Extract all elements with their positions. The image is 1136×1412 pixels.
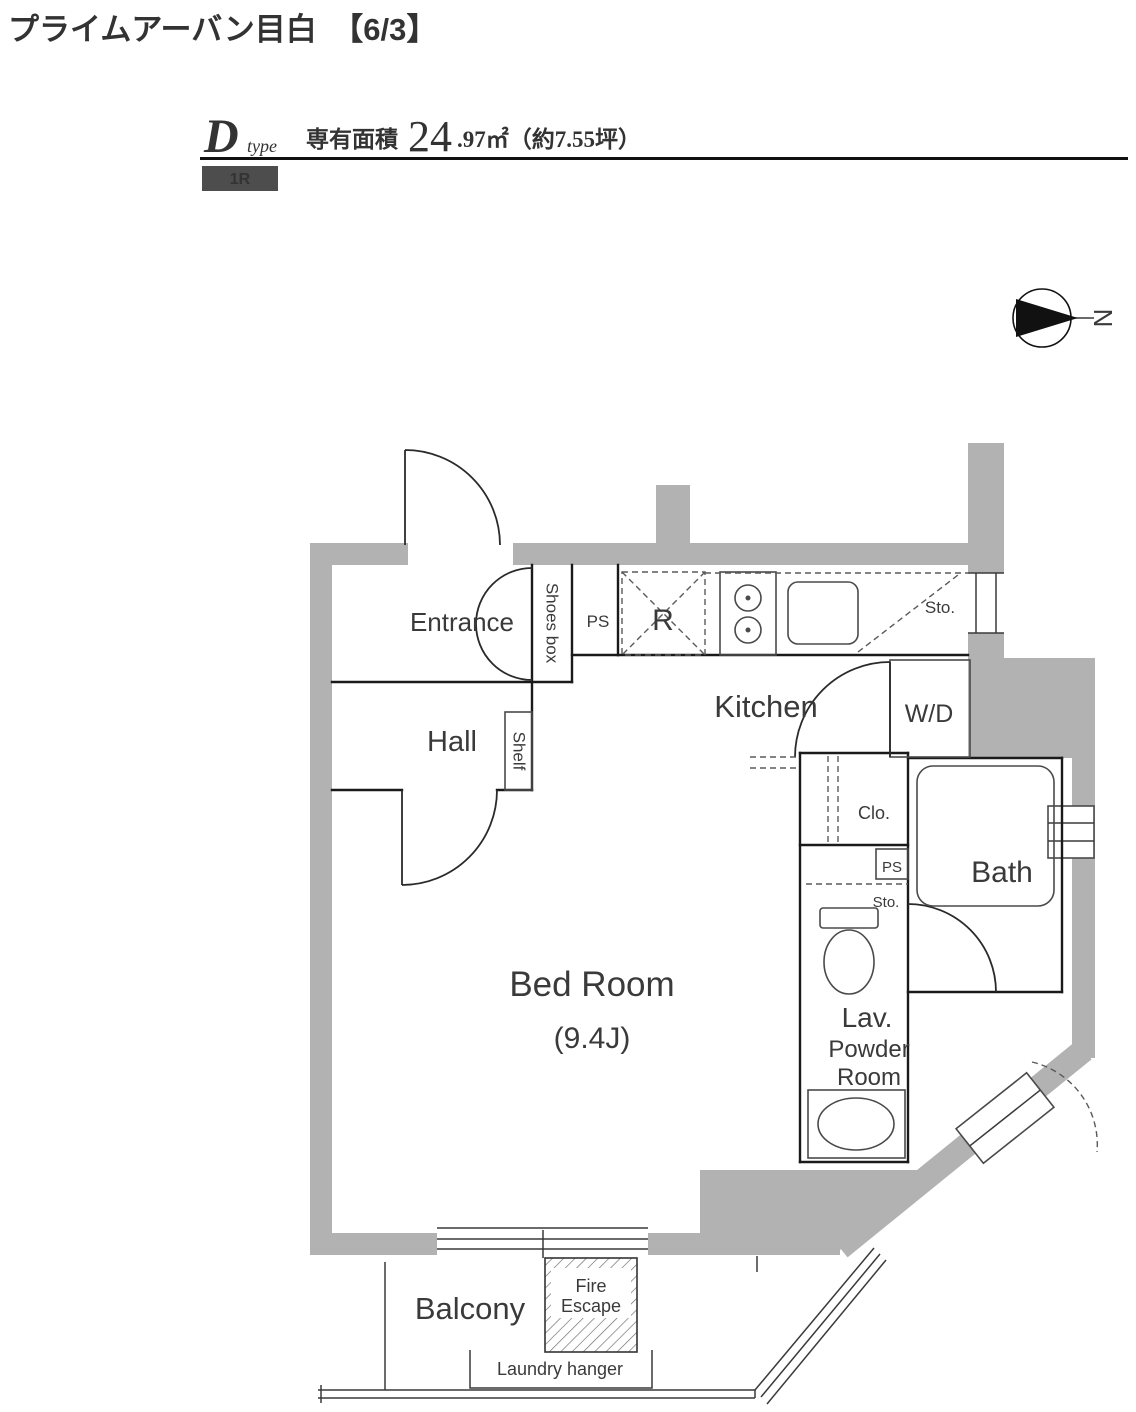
fire-escape-label-bg [551, 1268, 631, 1318]
label-kitchen: Kitchen [714, 689, 817, 724]
fixtures [621, 571, 1055, 1159]
stove-burner [734, 584, 762, 612]
sto-top-dashed [857, 574, 959, 653]
label-shoes-box: Shoes box [543, 583, 562, 664]
label-entrance: Entrance [410, 607, 514, 637]
label-closet: Clo. [858, 803, 890, 823]
header: プライムアーバン目白 【6/3】 D type 1R 専有面積 24 .97㎡（… [8, 12, 1128, 191]
stove-box [719, 571, 777, 656]
label-fridge: R [652, 604, 674, 637]
washbasin-counter [807, 1089, 906, 1159]
stove-burner-center [745, 627, 751, 633]
fridge-space-box [621, 571, 706, 656]
balcony-area [318, 1247, 887, 1405]
room-labels: Entrance Shoes box PS R Sto. Kitchen W/D… [410, 583, 1033, 1379]
plan-badge-box [202, 166, 278, 191]
bath-door-swing [907, 903, 997, 993]
diagonal-door-swing-dashed [1031, 1061, 1099, 1153]
shoesbox-door-swing [475, 567, 533, 625]
wall-left [310, 543, 332, 1255]
exterior-walls [310, 443, 1095, 1258]
label-sto-top: Sto. [925, 598, 955, 617]
window-bath [1047, 805, 1095, 859]
stove-burner-center [745, 595, 751, 601]
compass: N [1012, 288, 1118, 348]
balcony-rail-diagonal [760, 1253, 881, 1398]
washbasin-bowl [817, 1097, 895, 1151]
label-powder: Powder [828, 1036, 909, 1063]
label-bedroom-size: (9.4J) [554, 1022, 631, 1055]
label-sto-mid: Sto. [873, 894, 900, 911]
label-fire: Fire [576, 1276, 607, 1296]
area-value-small: .97㎡（約7.55坪） [457, 126, 641, 152]
label-balcony: Balcony [415, 1291, 526, 1326]
area-value-big: 24 [408, 112, 452, 161]
window-diagonal-pane [969, 1089, 1041, 1147]
label-fire-escape: Escape [561, 1296, 621, 1316]
page-title: プライムアーバン目白 【6/3】 [8, 12, 437, 47]
area-label: 専有面積 [306, 126, 399, 152]
wall-bottom-right [648, 1233, 840, 1255]
window-top-right [968, 573, 1004, 633]
label-ps-mid: PS [882, 859, 902, 876]
shoesbox-door-swing [475, 623, 533, 681]
label-ps-top: PS [587, 612, 610, 631]
wall-top-left [310, 543, 408, 565]
bathtub [916, 765, 1055, 907]
header-rule [200, 157, 1128, 160]
label-hall: Hall [427, 726, 477, 758]
ps-mid-box [875, 848, 909, 880]
label-laundry-hanger: Laundry hanger [497, 1359, 623, 1379]
label-powder-room: Room [837, 1064, 901, 1091]
label-shelf: Shelf [510, 732, 529, 771]
label-lav: Lav. [842, 1002, 893, 1033]
shelf-box [504, 711, 533, 791]
wall-top-column [656, 485, 690, 545]
label-bath: Bath [971, 856, 1033, 889]
toilet-bowl [823, 929, 875, 995]
wall-bottom-left [330, 1233, 437, 1255]
compass-needle-icon [1016, 299, 1078, 337]
balcony-rail-diagonal [754, 1247, 875, 1391]
entrance-door-swing [404, 449, 501, 546]
laundry-hanger-bracket [469, 1350, 653, 1389]
type-letter: D [203, 110, 239, 163]
compass-north-label: N [1088, 309, 1118, 328]
toilet-tank [819, 907, 879, 929]
doors [401, 449, 1099, 1153]
window-diagonal [954, 1071, 1056, 1165]
windows [437, 572, 1095, 1258]
wall-top-main [513, 543, 968, 565]
label-bedroom-name: Bed Room [509, 965, 674, 1004]
kitchen-sink [787, 581, 859, 645]
wall-lav-bottom-chunk [700, 1170, 936, 1250]
type-word: type [247, 136, 277, 156]
powder-door-swing [794, 661, 891, 758]
label-wd: W/D [905, 700, 954, 728]
bedroom-door-swing [401, 789, 498, 886]
wall-diagonal [832, 1040, 1092, 1258]
plan-badge: 1R [230, 171, 251, 188]
balcony-rail-diagonal [766, 1259, 887, 1405]
stove-burner [734, 616, 762, 644]
